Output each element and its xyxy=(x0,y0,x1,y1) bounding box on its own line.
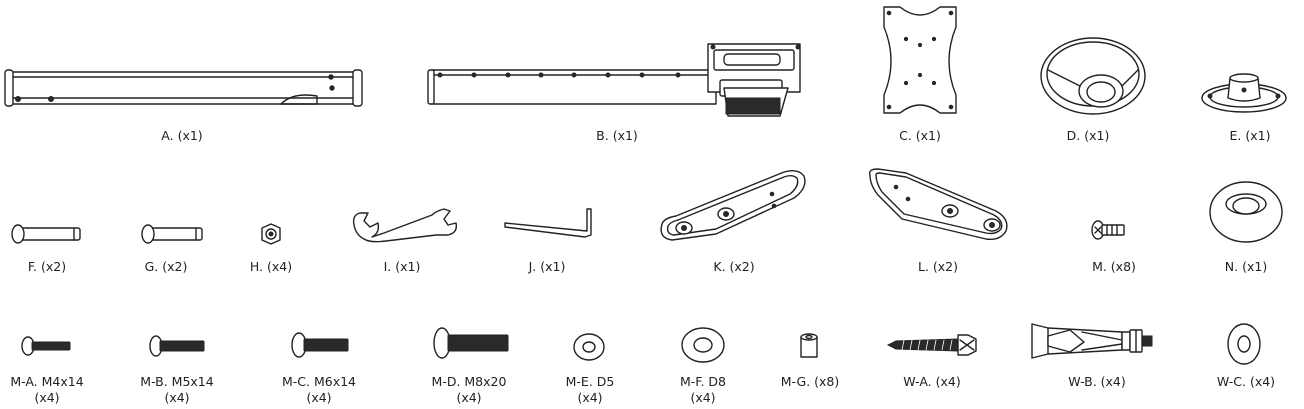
part-m-c-qty: (x4) xyxy=(306,390,332,405)
part-d-label: D. (x1) xyxy=(1066,128,1110,143)
ceiling-base-icon xyxy=(1201,73,1287,113)
part-m-d-label: M-D. M8x20 (x4) xyxy=(424,374,514,406)
part-j-label: J. (x1) xyxy=(528,259,566,274)
part-k-label: K. (x2) xyxy=(713,259,755,274)
washer-icon xyxy=(681,327,725,363)
part-m-b-name: M-B. M5x14 xyxy=(140,374,214,389)
spacer-icon xyxy=(800,333,818,358)
part-c-label: C. (x1) xyxy=(899,128,941,143)
part-m-label: M. (x8) xyxy=(1092,259,1136,274)
washer-icon xyxy=(573,333,605,361)
part-m-f-label: M-F. D8 (x4) xyxy=(658,374,748,406)
part-m-e-name: M-E. D5 xyxy=(565,374,615,389)
part-i-label: I. (x1) xyxy=(383,259,421,274)
part-m-f-qty: (x4) xyxy=(690,390,716,405)
part-m-c-name: M-C. M6x14 xyxy=(281,374,356,389)
bracket-arm-icon xyxy=(660,169,806,241)
hex-key-icon xyxy=(504,208,592,238)
part-f-label: F. (x2) xyxy=(27,259,67,274)
part-m-a-name: M-A. M4x14 xyxy=(10,374,84,389)
part-h-label: H. (x4) xyxy=(249,259,293,274)
pin-icon xyxy=(141,224,203,244)
screw-icon xyxy=(291,332,349,358)
wrench-icon xyxy=(352,208,458,243)
ceiling-cover-icon xyxy=(1040,37,1146,115)
washer-icon xyxy=(1227,323,1261,365)
part-l-label: L. (x2) xyxy=(917,259,958,274)
screw-icon xyxy=(1091,220,1125,240)
part-m-e-qty: (x4) xyxy=(577,390,603,405)
part-m-a-qty: (x4) xyxy=(34,390,60,405)
part-m-g-label: M-G. (x8) xyxy=(780,374,840,389)
part-m-b-label: M-B. M5x14 (x4) xyxy=(132,374,222,406)
nut-icon xyxy=(261,223,281,245)
part-w-b-label: W-B. (x4) xyxy=(1068,374,1126,389)
part-m-a-label: M-A. M4x14 (x4) xyxy=(2,374,92,406)
part-m-d-qty: (x4) xyxy=(456,390,482,405)
tube-icon xyxy=(4,69,363,107)
part-m-e-label: M-E. D5 (x4) xyxy=(545,374,635,406)
screw-icon xyxy=(21,336,71,356)
part-e-label: E. (x1) xyxy=(1229,128,1271,143)
part-g-label: G. (x2) xyxy=(144,259,188,274)
part-a-label: A. (x1) xyxy=(161,128,203,143)
part-w-c-label: W-C. (x4) xyxy=(1216,374,1276,389)
cover-disc-icon xyxy=(1209,181,1283,243)
screw-icon xyxy=(149,335,205,357)
part-m-d-name: M-D. M8x20 xyxy=(431,374,507,389)
part-n-label: N. (x1) xyxy=(1224,259,1268,274)
part-w-a-label: W-A. (x4) xyxy=(903,374,961,389)
bracket-arm-icon xyxy=(868,168,1008,241)
screw-icon xyxy=(433,327,509,359)
lag-bolt-icon xyxy=(886,334,977,356)
anchor-bolt-icon xyxy=(1031,323,1153,359)
part-m-f-name: M-F. D8 xyxy=(679,374,726,389)
part-m-b-qty: (x4) xyxy=(164,390,190,405)
part-m-c-label: M-C. M6x14 (x4) xyxy=(274,374,364,406)
part-b-label: B. (x1) xyxy=(596,128,638,143)
extension-arm-icon xyxy=(427,43,801,117)
vesa-plate-icon xyxy=(883,6,957,114)
pin-icon xyxy=(11,224,81,244)
